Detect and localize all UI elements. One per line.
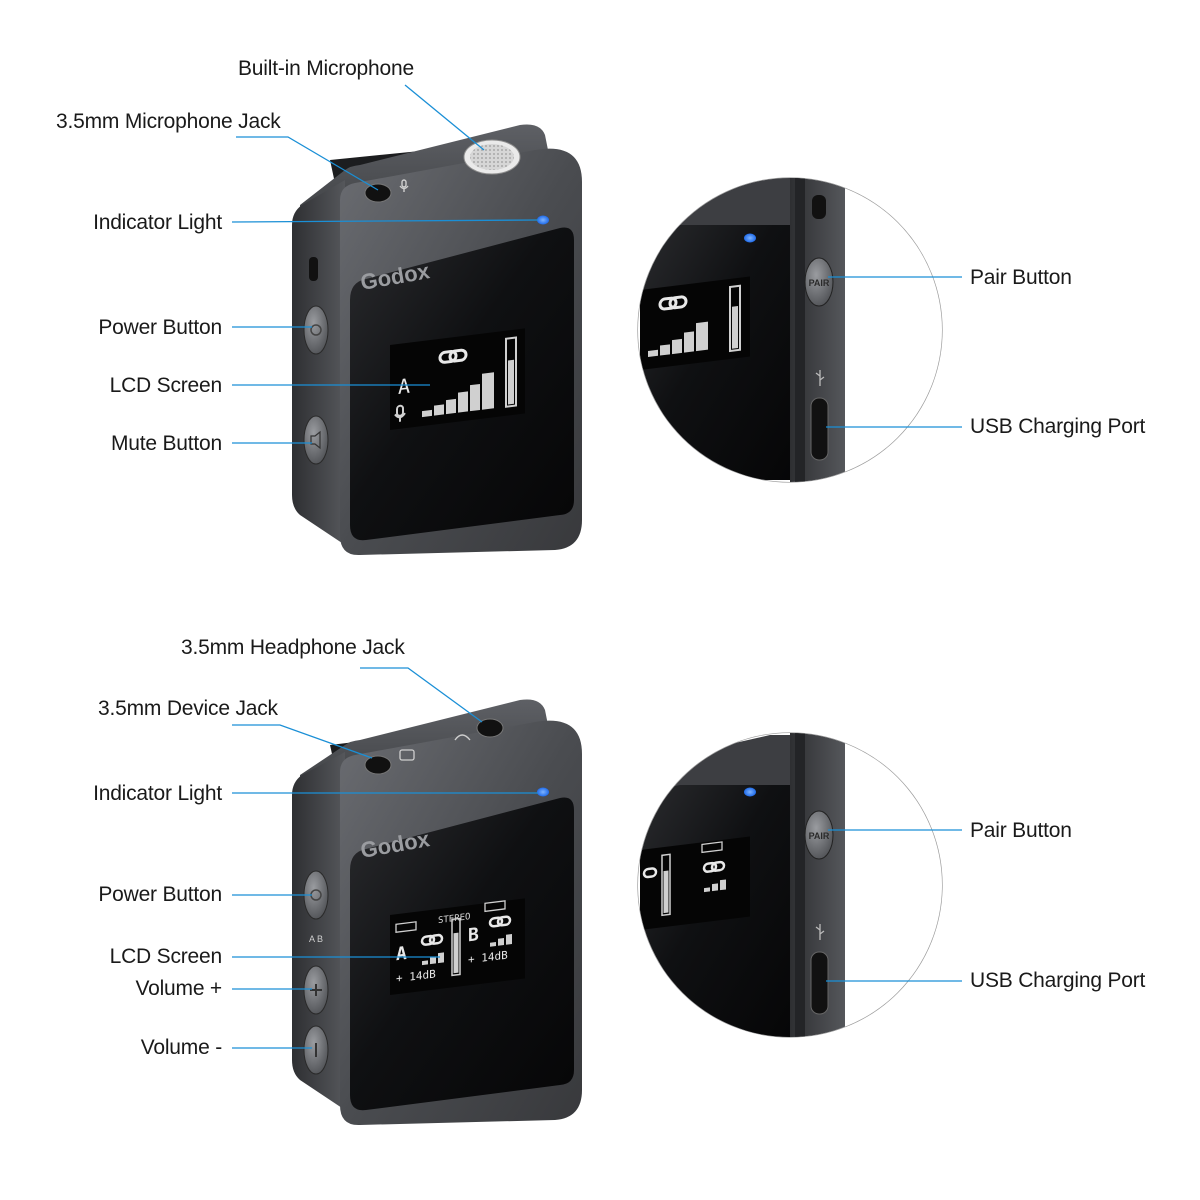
indicator-light-2	[537, 787, 549, 797]
receiver-device: Godox A B STEREO A B + 14dB + 14dB	[292, 699, 582, 1126]
zoom-detail-bottom: PAIR	[637, 732, 943, 1038]
indicator-light	[537, 215, 549, 225]
ab-switch-label: A B	[309, 934, 323, 944]
pair-key-label-2: PAIR	[809, 831, 830, 841]
right-battery-icon	[484, 900, 506, 913]
label-indicator-light: Indicator Light	[93, 211, 222, 234]
usb-charging-port	[810, 397, 829, 461]
label-power-button-2: Power Button	[98, 883, 222, 906]
label-usb-charging-port: USB Charging Port	[970, 415, 1146, 438]
label-volume-down: Volume -	[140, 1036, 222, 1059]
label-usb-charging-port-2: USB Charging Port	[970, 969, 1146, 992]
microphone-jack	[364, 183, 392, 203]
center-battery-fill	[453, 932, 459, 974]
label-power-button: Power Button	[98, 316, 222, 339]
zoom-lcd-2	[640, 836, 750, 930]
zoom-slot	[812, 195, 826, 219]
lcd-right-gain: + 14dB	[468, 949, 508, 967]
link-icon	[438, 348, 468, 364]
label-pair-button: Pair Button	[970, 266, 1072, 289]
label-volume-up: Volume +	[135, 977, 222, 1000]
leader-indicator	[231, 219, 539, 223]
label-pair-button-2: Pair Button	[970, 819, 1072, 842]
label-microphone-jack: 3.5mm Microphone Jack	[56, 110, 281, 133]
left-side-2	[292, 752, 345, 1110]
leader-headphone-jack	[360, 667, 483, 723]
headphone-jack	[476, 718, 504, 738]
lcd-mic-icon	[394, 404, 406, 422]
label-mute-button: Mute Button	[110, 432, 222, 455]
microphone-symbol-icon	[399, 179, 409, 192]
microphone-mesh	[470, 144, 514, 170]
lcd-screen-2: STEREO A B + 14dB + 14dB	[390, 898, 525, 995]
zoom-detail-top: PAIR	[637, 177, 943, 483]
device-jack	[364, 755, 392, 775]
callout-lines	[231, 84, 962, 1049]
center-battery-gauge	[451, 917, 461, 977]
leader-mic-jack	[236, 136, 379, 191]
plus-icon	[310, 984, 322, 996]
usb-symbol-icon-2	[815, 924, 825, 940]
lcd-left-gain: + 14dB	[396, 967, 436, 985]
lanyard-slot	[309, 257, 318, 281]
stereo-level-meters	[422, 934, 512, 966]
power-icon	[310, 324, 322, 336]
usb-charging-port-2	[810, 951, 829, 1015]
pair-key-label: PAIR	[809, 278, 830, 288]
mute-icon	[310, 430, 321, 450]
power-button[interactable]	[303, 305, 329, 355]
left-side	[292, 180, 345, 545]
transmitter-device: Godox A	[292, 124, 582, 556]
label-headphone-jack: 3.5mm Headphone Jack	[181, 636, 405, 659]
label-device-jack: 3.5mm Device Jack	[98, 697, 278, 720]
pair-button-2[interactable]	[804, 810, 834, 860]
label-lcd-screen-2: LCD Screen	[109, 945, 223, 968]
link-icons-stereo	[420, 915, 512, 946]
lcd-right-channel: B	[468, 924, 479, 946]
camera-symbol-icon	[399, 749, 415, 761]
audio-level-meter	[422, 372, 494, 418]
headphone-symbol-icon	[454, 734, 471, 741]
pair-button[interactable]	[804, 257, 834, 307]
mute-button[interactable]	[303, 415, 329, 465]
zoom-indicator-light	[744, 233, 756, 243]
zoom-lcd	[640, 276, 750, 370]
leader-device-jack	[232, 724, 373, 759]
lcd-left-channel: A	[396, 943, 407, 965]
lcd-screen: A	[390, 328, 525, 430]
left-battery-icon	[395, 921, 417, 933]
battery-gauge	[505, 336, 517, 408]
usb-symbol-icon	[815, 370, 825, 386]
label-lcd-screen: LCD Screen	[109, 374, 223, 397]
label-indicator-light-2: Indicator Light	[93, 782, 222, 805]
battery-fill	[508, 359, 514, 405]
zoom-indicator-light-2	[744, 787, 756, 797]
leader-builtin-mic	[404, 84, 485, 151]
lcd-channel-letter: A	[398, 374, 410, 399]
label-builtin-microphone: Built-in Microphone	[238, 57, 414, 80]
